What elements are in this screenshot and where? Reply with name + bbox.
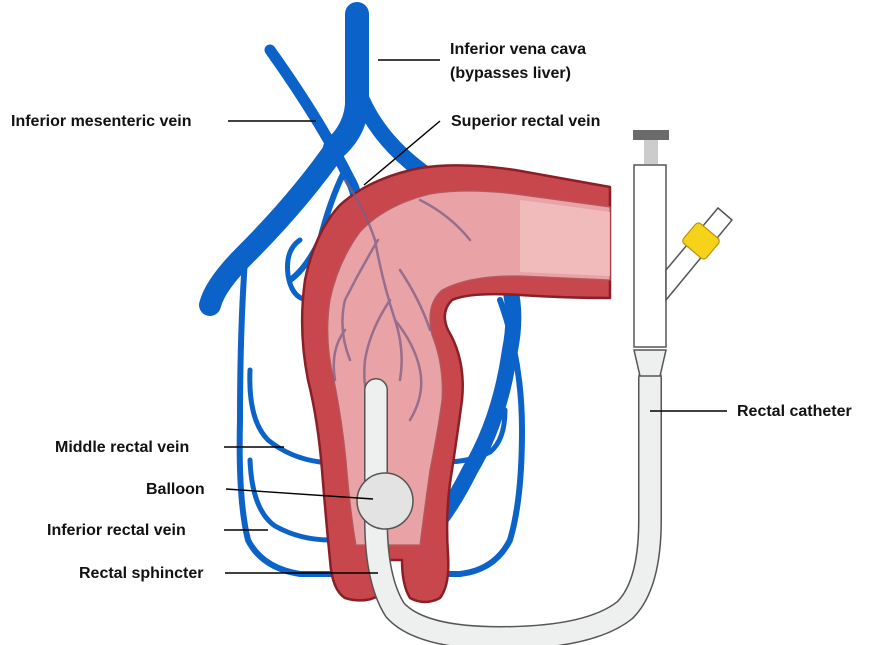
- inferior-vena-cava: [335, 14, 357, 148]
- label-superior-rectal-vein: Superior rectal vein: [451, 113, 600, 130]
- label-inferior-rectal-vein: Inferior rectal vein: [47, 522, 186, 539]
- catheter-hub: [634, 165, 666, 347]
- label-rectal-sphincter: Rectal sphincter: [79, 565, 203, 582]
- catheter-cap: [633, 130, 669, 140]
- catheter-plunger-stem: [644, 140, 658, 164]
- label-balloon: Balloon: [146, 481, 205, 498]
- balloon: [357, 473, 413, 529]
- inferior-rectal-vein-path: [250, 460, 330, 540]
- label-rectal-catheter: Rectal catheter: [737, 403, 852, 420]
- rectum-highlight: [520, 200, 610, 276]
- label-inferior-mesenteric-vein: Inferior mesenteric vein: [11, 113, 192, 130]
- label-ivc-line1: Inferior vena cava: [450, 41, 586, 58]
- label-ivc-line2: (bypasses liver): [450, 65, 571, 82]
- label-middle-rectal-vein: Middle rectal vein: [55, 439, 189, 456]
- rectum: [302, 165, 610, 602]
- catheter-connector: [634, 350, 666, 376]
